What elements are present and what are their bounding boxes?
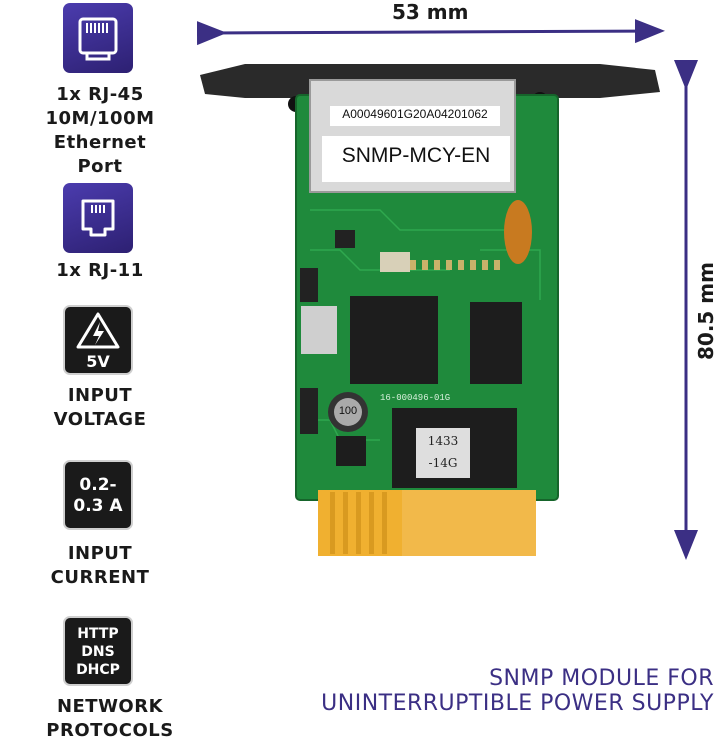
voltage-label-line2: VOLTAGE <box>53 409 147 430</box>
footer-line2: UNINTERRUPTIBLE POWER SUPPLY <box>321 691 714 716</box>
footer-title: SNMP MODULE FOR UNINTERRUPTIBLE POWER SU… <box>321 666 714 716</box>
footer-line1: SNMP MODULE FOR <box>489 666 714 691</box>
current-label: INPUT CURRENT <box>0 542 200 590</box>
width-arrow <box>196 19 665 46</box>
protocol-dns: DNS <box>81 644 115 660</box>
protocol-http: HTTP <box>77 626 119 642</box>
rj11-port-icon <box>63 183 133 253</box>
rj11-label: 1x RJ-11 <box>56 260 144 281</box>
protocol-dhcp: DHCP <box>76 662 120 678</box>
protocols-list: HTTP DNS DHCP <box>65 625 131 679</box>
dimension-arrows <box>196 19 698 560</box>
width-label: 53 mm <box>392 0 469 24</box>
ethernet-label: 1x RJ-45 10M/100M Ethernet Port <box>0 83 200 179</box>
current-label-line2: CURRENT <box>50 567 150 588</box>
ethernet-label-line1: 1x RJ-45 <box>56 84 144 105</box>
current-label-line1: INPUT <box>67 543 133 564</box>
voltage-value: 5V <box>86 352 110 371</box>
inductor-text: 100 <box>338 405 358 417</box>
serial-label: A00049601G20A04201062 <box>342 107 488 121</box>
ethernet-label-line2: 10M/100M Ethernet <box>45 108 155 153</box>
snmp-card-image <box>200 64 660 556</box>
current-value-line1: 0.2- <box>79 475 117 495</box>
current-badge: 0.2- 0.3 A <box>63 460 133 530</box>
voltage-label: INPUT VOLTAGE <box>0 384 200 432</box>
ethernet-label-line3: Port <box>77 156 123 177</box>
ethernet-port-icon <box>63 3 133 73</box>
high-voltage-icon <box>76 312 120 349</box>
voltage-label-line1: INPUT <box>67 385 133 406</box>
current-value: 0.2- 0.3 A <box>65 475 131 517</box>
current-value-line2: 0.3 A <box>73 496 123 516</box>
protocols-badge: HTTP DNS DHCP <box>63 616 133 686</box>
chip-marking: 1433 -14G <box>427 434 459 470</box>
pcb-code: 16-000496-01G <box>380 393 451 403</box>
voltage-badge: 5V <box>63 305 133 375</box>
model-label: SNMP-MCY-EN <box>341 144 491 167</box>
